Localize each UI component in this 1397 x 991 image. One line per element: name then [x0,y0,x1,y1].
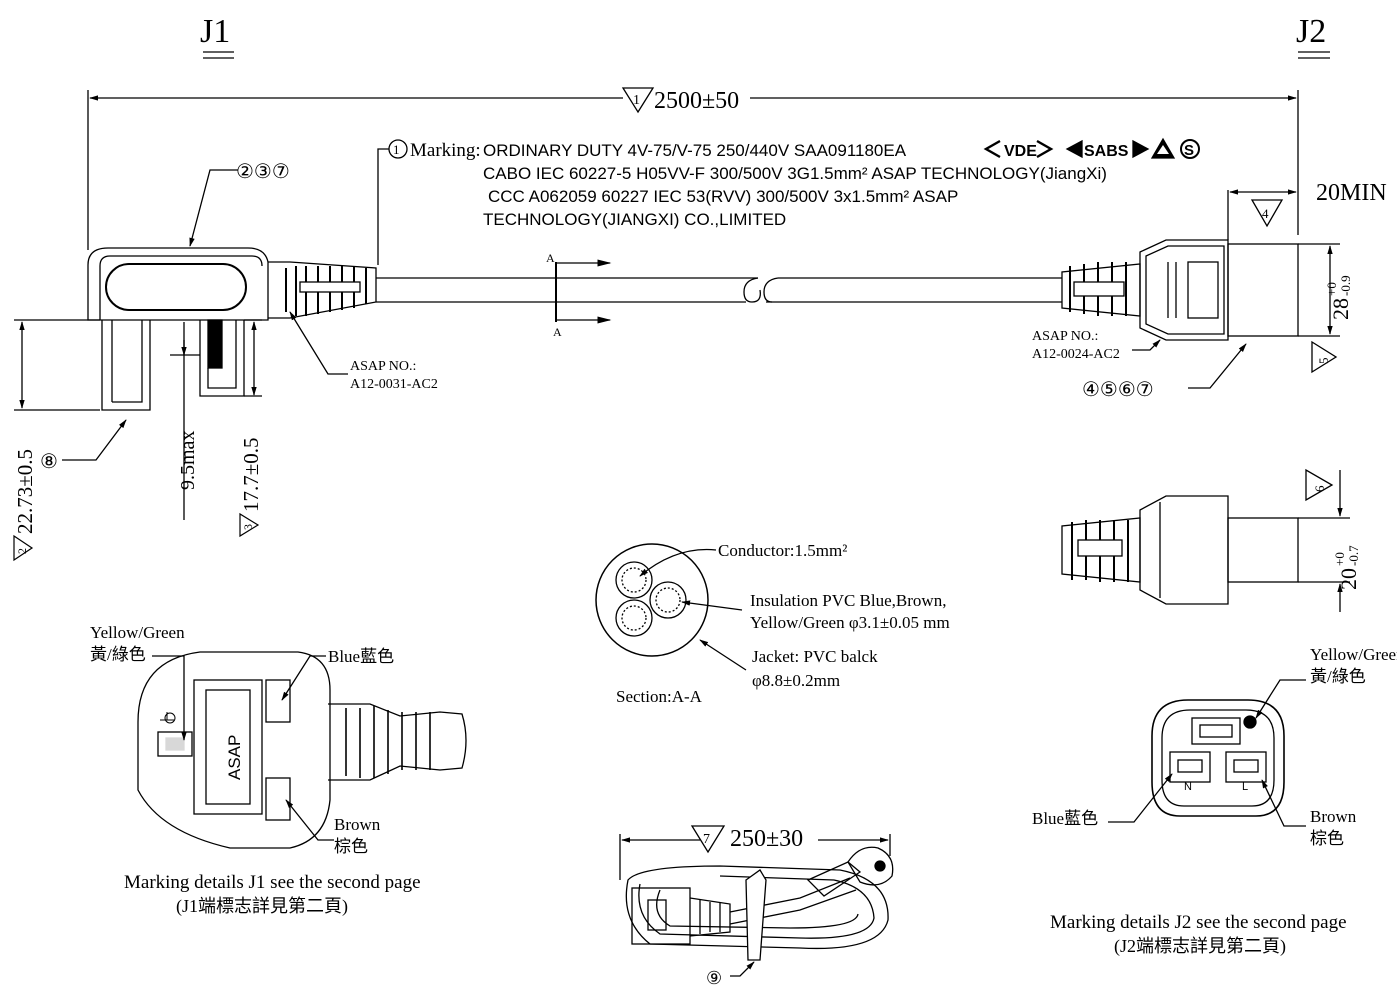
cable-cross-section: Conductor:1.5mm² Insulation PVC Blue,Bro… [595,541,950,706]
svg-text:Jacket: PVC balck: Jacket: PVC balck [752,647,878,666]
svg-text:L: L [1242,781,1248,793]
dim-20min: 20MIN [1316,180,1387,206]
svg-text:4: 4 [1262,206,1269,221]
dim-9-5max: 9.5max [177,431,199,490]
svg-text:(J2端標志詳見第二頁): (J2端標志詳見第二頁) [1114,936,1286,957]
section-caption: Section:A-A [616,687,703,706]
j2-callout-4567: ④⑤⑥⑦ [1082,379,1154,401]
svg-text:Yellow/Green: Yellow/Green [1310,645,1397,664]
svg-text:棕色: 棕色 [1310,829,1344,848]
svg-text:⑨: ⑨ [706,968,722,988]
svg-text:S: S [1184,142,1194,159]
svg-text:ASAP NO.:: ASAP NO.: [1032,329,1098,344]
marking-block: 1 Marking: ORDINARY DUTY 4V-75/V-75 250/… [377,137,1200,265]
j2-note: Marking details J2 see the second page [1050,912,1347,933]
svg-text:5: 5 [1316,358,1331,365]
svg-text:Brown: Brown [334,815,381,834]
svg-text:Insulation PVC Blue,Brown,: Insulation PVC Blue,Brown, [750,591,946,610]
circled-s-icon [1180,139,1200,159]
note-triangle-1 [621,87,655,114]
svg-text:A: A [553,325,562,339]
svg-text:6: 6 [1312,485,1327,492]
svg-text:Yellow/Green φ3.1±0.05 mm: Yellow/Green φ3.1±0.05 mm [750,613,950,632]
marking-line4: TECHNOLOGY(JIANGXI) CO.,LIMITED [483,210,786,229]
svg-text:2: 2 [15,548,29,554]
svg-text:黃/綠色: 黃/綠色 [1310,667,1366,686]
svg-text:1: 1 [633,93,640,108]
marking-line3: CCC A062059 60227 IEC 53(RVV) 300/500V 3… [488,187,958,206]
svg-text:Blue藍色: Blue藍色 [1032,809,1098,828]
vde-mark: VDE [1004,143,1037,160]
j2-connector-side: 4 20MIN 28 +0 -0.9 5 ASAP NO.: A12-0024-… [1032,180,1387,401]
marking-line1: ORDINARY DUTY 4V-75/V-75 250/440V SAA091… [483,141,907,160]
j1-header: J1 [200,13,234,59]
dim-17-7: 17.7±0.5 [239,437,263,512]
j2-title: J2 [1296,13,1326,50]
j2-asap-number: A12-0024-AC2 [1032,347,1120,362]
j1-plug-side-view: ②③⑦ ASAP NO.: A12-0031-AC2 ⑧ 2 22.73±0.5… [13,161,438,562]
svg-text:-0.7: -0.7 [1346,545,1361,566]
j1-note: Marking details J1 see the second page [124,872,421,893]
conductor-label: Conductor:1.5mm² [718,541,847,560]
j2-header: J2 [1296,13,1330,59]
svg-text:3: 3 [241,524,255,530]
j1-callout-237: ②③⑦ [236,161,290,183]
svg-text:7: 7 [703,832,710,847]
vde-left-mark [983,139,1001,159]
cable-side: A A [376,251,1062,339]
j1-title: J1 [200,13,230,50]
svg-text:N: N [1184,781,1192,793]
svg-text:⑧: ⑧ [40,451,58,473]
dim-22-73: 22.73±0.5 [13,449,37,534]
overall-length-text: 2500±50 [654,88,739,114]
marking-label: Marking: [410,140,481,161]
svg-text:ASAP NO.:: ASAP NO.: [350,359,416,374]
dim-20: 20 [1336,568,1361,590]
j2-connector-face: N L Yellow/Green 黃/綠色 Blue藍色 Brown 棕色 Ma… [1032,645,1397,957]
svg-text:+0: +0 [1324,282,1339,296]
dim-28: 28 [1328,298,1353,320]
svg-text:黃/綠色: 黃/綠色 [90,645,146,664]
svg-text:Yellow/Green: Yellow/Green [90,623,185,642]
j1-face-asap: ASAP [225,735,244,780]
j1-plug-face: ASAP Yellow/Green 黃/綠色 Blue藍色 Brown 棕色 M… [90,623,467,917]
marking-line2: CABO IEC 60227-5 H05VV-F 300/500V 3G1.5m… [483,164,1107,183]
svg-text:+0: +0 [1332,552,1347,566]
cord-coil: 7 250±30 ⑨ [619,825,894,988]
svg-text:1: 1 [393,142,400,157]
svg-text:Brown: Brown [1310,807,1357,826]
svg-text:Blue藍色: Blue藍色 [328,647,394,666]
svg-text:φ8.8±0.2mm: φ8.8±0.2mm [752,671,840,690]
sabs-mark: SABS [1084,143,1129,160]
svg-text:棕色: 棕色 [334,837,368,856]
svg-text:A: A [546,251,555,265]
svg-text:(J1端標志詳見第二頁): (J1端標志詳見第二頁) [176,896,348,917]
overall-length-dimension: 1 2500±50 [87,87,1299,250]
coil-length: 250±30 [730,826,803,852]
j1-asap-number: A12-0031-AC2 [350,377,438,392]
j2-connector-top: 6 20 +0 -0.7 [1061,468,1361,612]
svg-text:-0.9: -0.9 [1338,275,1353,296]
